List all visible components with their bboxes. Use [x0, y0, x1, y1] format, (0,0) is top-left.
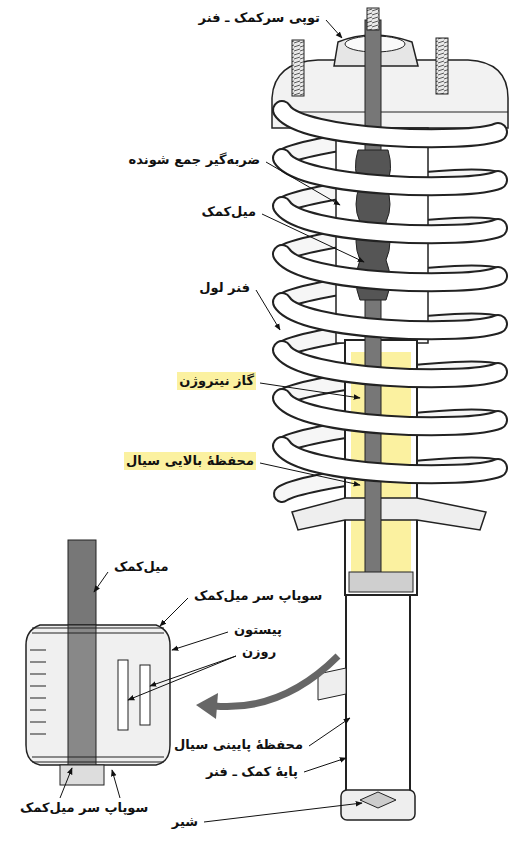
part-label: فنر لول [197, 279, 252, 297]
detail-arrow [196, 693, 218, 719]
part-label: پایهٔ کمک ـ فنر [204, 763, 300, 781]
part-label: توپی سرکمک ـ فنر [197, 9, 322, 27]
part-label: میل‌کمک [199, 203, 258, 221]
coil-spring [282, 110, 498, 474]
part-label: روزن [240, 643, 278, 661]
piston-ring [30, 650, 46, 734]
strut-base [341, 790, 415, 820]
part-label: گاز نیتروژن [177, 372, 256, 390]
part-label: ضربه‌گیر جمع شونده [127, 151, 262, 169]
inset-valve [32, 628, 164, 762]
part-label: پیستون [232, 621, 284, 639]
part-label: محفظهٔ پایینی سیال [172, 736, 305, 754]
inset-rod [68, 540, 96, 775]
base-valve [360, 792, 396, 808]
part-label: محفظهٔ بالایی سیال [124, 452, 256, 470]
part-label: میل‌کمک [112, 558, 171, 576]
spring-seat [292, 498, 486, 530]
leader-line [60, 20, 364, 822]
inset-piston [26, 625, 170, 765]
lower-tube [346, 595, 410, 795]
part-label: شیر [170, 813, 200, 831]
detail-arrow [214, 656, 338, 707]
part-label: سوپاپ سر میل‌کمک [18, 799, 150, 817]
piston [349, 572, 413, 592]
piston-rod [365, 20, 381, 588]
orifice [118, 660, 128, 730]
part-label: سوپاپ سر میل‌کمک [192, 587, 324, 605]
stud [292, 40, 304, 96]
stud [436, 38, 448, 94]
